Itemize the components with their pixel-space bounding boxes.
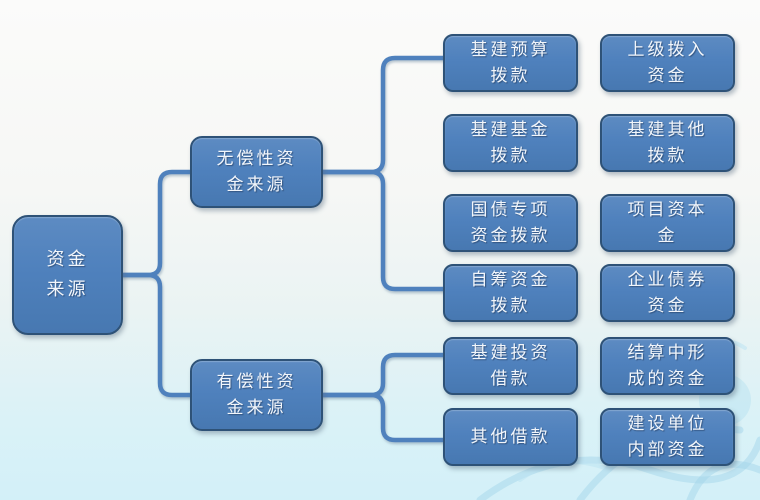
node-label-line: 拨款 (647, 146, 688, 166)
node-label-line: 无偿性资 (216, 149, 297, 169)
node-label-line: 资金拨款 (470, 226, 551, 246)
node-label-line: 企业债券 (627, 270, 708, 290)
node-label-line: 基建基金 (470, 120, 551, 140)
node-label-line: 有偿性资 (216, 372, 297, 392)
node-label-line: 金来源 (226, 398, 287, 418)
node-label-line: 资金 (46, 249, 89, 270)
node-label-line: 自筹资金 (470, 270, 551, 290)
node-capital-budget-appropriation: 基建预算 拨款 (443, 34, 578, 92)
connector-unpaid-branch-top (318, 55, 448, 175)
node-superior-allocated-funds: 上级拨入 资金 (600, 34, 735, 92)
node-label-line: 基建投资 (470, 343, 551, 363)
node-label-line: 金来源 (226, 175, 287, 195)
node-project-capital: 项目资本 金 (600, 194, 735, 252)
node-other-capital-appropriation: 基建其他 拨款 (600, 114, 735, 172)
node-non-repayable-funding: 无偿性资 金来源 (190, 136, 323, 208)
node-label-line: 建设单位 (627, 414, 708, 434)
node-capital-fund-appropriation: 基建基金 拨款 (443, 114, 578, 172)
node-label-line: 来源 (46, 279, 89, 300)
node-funding-sources: 资金 来源 (12, 215, 123, 335)
node-label-line: 其他借款 (470, 427, 551, 447)
connector-paid-branch-top (318, 352, 448, 398)
node-other-loans: 其他借款 (443, 408, 578, 466)
node-label-line: 基建其他 (627, 120, 708, 140)
node-construction-unit-internal-funds: 建设单位 内部资金 (600, 408, 735, 466)
node-label-line: 基建预算 (470, 40, 551, 60)
node-label-line: 金 (657, 226, 678, 246)
node-capital-investment-loan: 基建投资 借款 (443, 337, 578, 395)
node-label-line: 资金 (647, 296, 688, 316)
node-treasury-bond-special-fund: 国债专项 资金拨款 (443, 194, 578, 252)
node-label-line: 国债专项 (470, 200, 551, 220)
node-label-line: 成的资金 (627, 369, 708, 389)
node-label-line: 结算中形 (627, 343, 708, 363)
connector-root-to-paid (120, 272, 195, 398)
node-label-line: 上级拨入 (627, 40, 708, 60)
node-label-line: 拨款 (490, 66, 531, 86)
node-label-line: 资金 (647, 66, 688, 86)
node-label-line: 项目资本 (627, 200, 708, 220)
connector-root-to-unpaid (120, 169, 195, 278)
node-funds-formed-in-settlement: 结算中形 成的资金 (600, 337, 735, 395)
node-repayable-funding: 有偿性资 金来源 (190, 359, 323, 431)
node-label-line: 拨款 (490, 146, 531, 166)
node-label-line: 内部资金 (627, 440, 708, 460)
node-corporate-bond-funds: 企业债券 资金 (600, 264, 735, 322)
connector-paid-branch-bottom (318, 392, 448, 443)
connector-unpaid-branch-bottom (318, 169, 448, 292)
node-label-line: 借款 (490, 369, 531, 389)
node-self-raised-fund-appropriation: 自筹资金 拨款 (443, 264, 578, 322)
node-label-line: 拨款 (490, 296, 531, 316)
